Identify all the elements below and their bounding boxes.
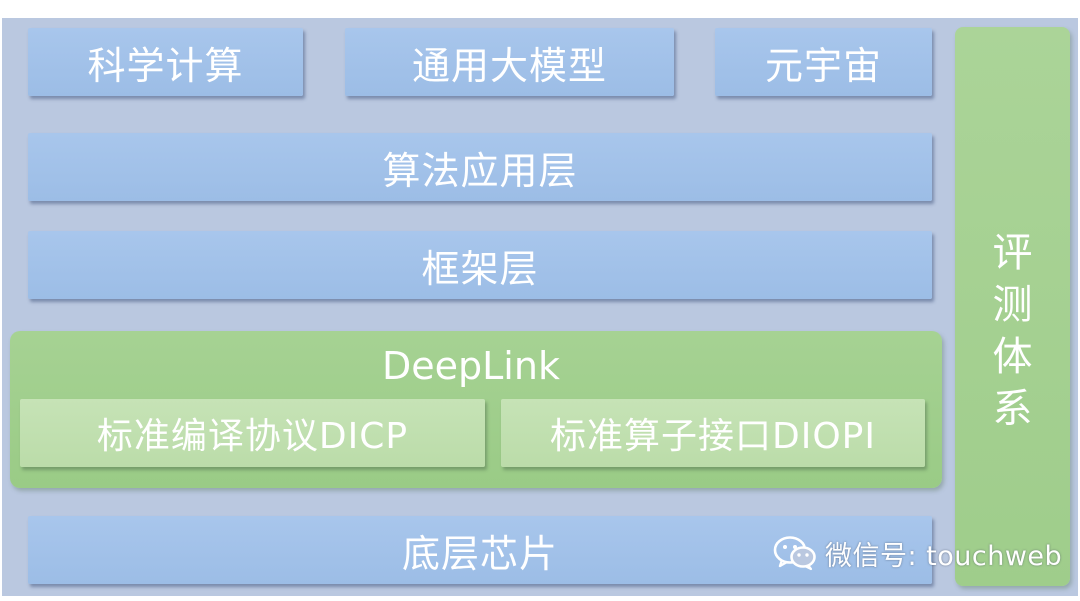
- box-label: 标准编译协议DICP: [96, 416, 409, 457]
- watermark: 微信号: touchweb: [773, 531, 1062, 575]
- evaluation-char: 评: [992, 230, 1033, 276]
- evaluation-char: 测: [992, 282, 1033, 328]
- box-chip-layer: 底层芯片: [28, 516, 932, 584]
- box-label: 元宇宙: [764, 43, 882, 88]
- box-diopi: 标准算子接口DIOPI: [501, 399, 925, 467]
- box-label: 标准算子接口DIOPI: [549, 416, 876, 457]
- evaluation-label: 评 测 体 系: [955, 227, 1070, 435]
- box-label: 科学计算: [87, 43, 244, 88]
- evaluation-char: 系: [992, 386, 1033, 432]
- diagram-backdrop: [2, 18, 1078, 596]
- watermark-text: 微信号: touchweb: [825, 540, 1063, 572]
- evaluation-column: 评 测 体 系: [955, 27, 1070, 586]
- box-dicp: 标准编译协议DICP: [20, 399, 485, 467]
- evaluation-char: 体: [992, 334, 1033, 380]
- box-label: 框架层: [421, 246, 539, 291]
- box-metaverse: 元宇宙: [715, 28, 932, 96]
- box-label: 通用大模型: [411, 43, 607, 88]
- box-algorithm-layer: 算法应用层: [28, 133, 932, 201]
- box-label: 算法应用层: [382, 148, 578, 193]
- deeplink-title: DeepLink: [382, 344, 560, 388]
- box-framework-layer: 框架层: [28, 231, 932, 299]
- box-general-large-model: 通用大模型: [345, 28, 674, 96]
- box-label: 底层芯片: [401, 531, 558, 576]
- wechat-icon: [773, 536, 816, 571]
- box-scientific-computing: 科学计算: [28, 28, 303, 96]
